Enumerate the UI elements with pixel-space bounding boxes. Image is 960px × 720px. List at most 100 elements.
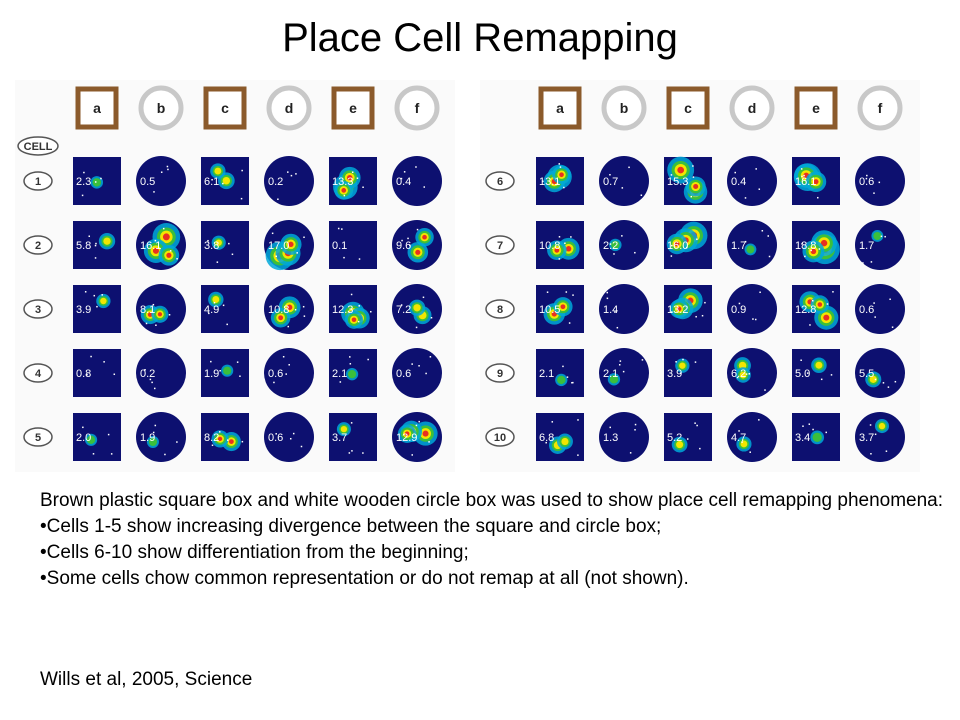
cell-number-badge	[485, 363, 515, 383]
cell-number-badge	[23, 363, 53, 383]
speckle	[370, 310, 372, 313]
speckle	[882, 382, 885, 384]
peak-rate-label: 2.1	[539, 368, 554, 380]
speckle	[566, 376, 569, 378]
peak-rate-label: 4.7	[731, 432, 746, 444]
peak-rate-label: 3.7	[332, 432, 347, 444]
speckle	[825, 431, 827, 434]
place-field-mid	[611, 240, 620, 250]
speckle	[418, 365, 420, 367]
speckle	[738, 302, 741, 305]
circle-box-icon	[601, 85, 647, 131]
speckle	[874, 316, 876, 318]
peak-rate-label: 0.6	[268, 368, 283, 380]
speckle	[152, 431, 155, 434]
cell-number-label: 8	[497, 304, 503, 316]
cell-header-label: CELL	[24, 141, 53, 153]
peak-rate-label: 4.9	[204, 304, 219, 316]
place-field-mid	[148, 437, 158, 447]
speckle	[695, 315, 697, 318]
cell-number-badge	[485, 427, 515, 447]
cell-number-badge	[485, 235, 515, 255]
speckle	[153, 387, 156, 390]
speckle	[577, 419, 579, 421]
peak-rate-label: 0.5	[140, 176, 155, 188]
speckle	[694, 361, 697, 363]
speckle	[880, 235, 883, 238]
place-field-inner	[413, 304, 421, 312]
peak-rate-label: 0.4	[396, 176, 411, 188]
rate-map-circle	[392, 348, 442, 398]
speckle	[806, 372, 809, 374]
speckle	[168, 314, 171, 316]
rate-map-circle	[136, 156, 186, 206]
speckle	[349, 363, 352, 365]
speckle	[211, 178, 213, 181]
speckle	[696, 424, 698, 427]
speckle	[609, 426, 611, 429]
speckle	[300, 445, 303, 448]
speckle	[400, 177, 403, 180]
place-field-peak	[674, 241, 680, 247]
speckle	[670, 255, 673, 257]
speckle	[407, 237, 409, 240]
speckle	[403, 171, 406, 173]
speckle	[670, 174, 673, 176]
speckle	[812, 428, 814, 431]
speckle	[367, 358, 369, 361]
peak-rate-label: 16.1	[140, 240, 161, 252]
place-field-inner	[100, 297, 107, 305]
place-field-inner	[815, 361, 823, 369]
peak-rate-label: 7.2	[396, 304, 411, 316]
peak-rate-label: 2.1	[603, 368, 618, 380]
rate-map-circle	[855, 348, 905, 398]
speckle	[151, 381, 153, 384]
speckle	[745, 373, 748, 375]
speckle	[401, 239, 403, 242]
speckle	[741, 441, 743, 443]
speckle	[294, 308, 297, 311]
speckle	[285, 373, 287, 375]
speckle	[160, 171, 163, 173]
speckle	[884, 235, 886, 238]
rate-map-square	[792, 349, 840, 397]
citation: Wills et al, 2005, Science	[40, 669, 253, 690]
peak-rate-label: 5.8	[76, 240, 91, 252]
rate-map-square	[73, 285, 121, 333]
place-field-peak	[813, 179, 819, 185]
rate-map-circle	[599, 156, 649, 206]
rate-map-circle	[599, 220, 649, 270]
peak-rate-label: 16.0	[667, 240, 688, 252]
speckle	[671, 311, 673, 313]
peak-rate-label: 6.2	[731, 368, 746, 380]
rate-map-square	[73, 349, 121, 397]
speckle	[303, 236, 305, 239]
speckle	[564, 242, 566, 245]
place-field-mid	[86, 435, 96, 444]
speckle	[241, 440, 244, 443]
speckle	[865, 177, 868, 180]
speckle	[826, 303, 829, 305]
speckle	[145, 322, 148, 325]
rate-map-square	[329, 221, 377, 269]
cell-number-label: 7	[497, 240, 503, 252]
peak-rate-label: 3.7	[859, 432, 874, 444]
speckle	[287, 325, 290, 328]
speckle	[343, 194, 346, 197]
speckle	[356, 177, 359, 179]
speckle	[862, 262, 864, 264]
peak-rate-label: 1.9	[140, 432, 155, 444]
place-field-peak	[288, 241, 294, 247]
rate-map-circle	[136, 412, 186, 462]
speckle	[832, 291, 834, 293]
speckle	[213, 301, 216, 304]
speckle	[606, 297, 609, 300]
place-field-peak	[157, 312, 163, 317]
place-field-peak	[166, 252, 172, 258]
speckle	[362, 186, 364, 189]
peak-rate-label: 6.8	[539, 432, 554, 444]
peak-rate-label: 1.3	[603, 432, 618, 444]
square-box-icon	[666, 86, 710, 130]
speckle	[288, 364, 290, 366]
